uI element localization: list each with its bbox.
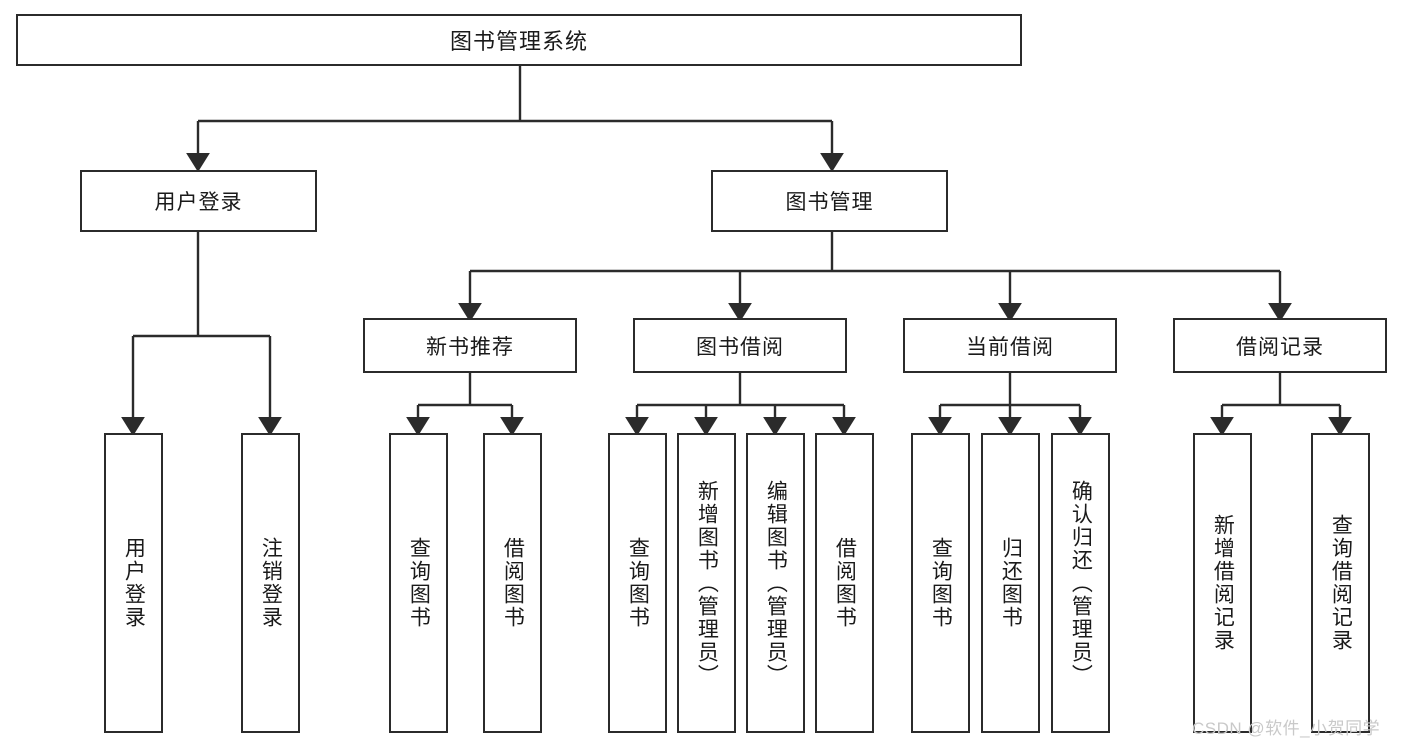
node-label: 注销登录 (259, 537, 283, 629)
node-label: 借阅记录 (1236, 335, 1324, 359)
node-label: 查询图书 (626, 537, 650, 629)
node-label: 图书借阅 (696, 335, 784, 359)
node-label: 查询图书 (929, 537, 953, 629)
leaf-current-confirm-return-admin[interactable]: 确认归还（管理员） (1051, 433, 1110, 733)
node-label: 归还图书 (999, 537, 1023, 629)
node-label: 图书管理 (785, 191, 874, 214)
leaf-record-query-record[interactable]: 查询借阅记录 (1311, 433, 1370, 733)
node-user-login[interactable]: 用户登录 (80, 170, 317, 232)
leaf-current-query-book[interactable]: 查询图书 (911, 433, 970, 733)
node-current-borrow[interactable]: 当前借阅 (903, 318, 1117, 373)
node-label: 查询图书 (407, 537, 431, 629)
node-new-book-recommend[interactable]: 新书推荐 (363, 318, 577, 373)
node-book-management[interactable]: 图书管理 (711, 170, 948, 232)
leaf-borrow-add-book-admin[interactable]: 新增图书（管理员） (677, 433, 736, 733)
leaf-borrow-edit-book-admin[interactable]: 编辑图书（管理员） (746, 433, 805, 733)
node-root-system[interactable]: 图书管理系统 (16, 14, 1022, 66)
leaf-borrow-borrow-book[interactable]: 借阅图书 (815, 433, 874, 733)
leaf-recommend-borrow-book[interactable]: 借阅图书 (483, 433, 542, 733)
csdn-watermark: CSDN @软件_小贺同学 (1192, 719, 1381, 738)
node-label: 新增借阅记录 (1211, 514, 1235, 652)
node-label: 新增图书（管理员） (695, 479, 719, 687)
node-label: 用户登录 (122, 537, 146, 629)
leaf-user-login-login[interactable]: 用户登录 (104, 433, 163, 733)
node-borrow-record[interactable]: 借阅记录 (1173, 318, 1387, 373)
node-label: 图书管理系统 (449, 29, 588, 54)
leaf-recommend-query-book[interactable]: 查询图书 (389, 433, 448, 733)
node-label: 当前借阅 (966, 335, 1054, 359)
leaf-borrow-query-book[interactable]: 查询图书 (608, 433, 667, 733)
leaf-current-return-book[interactable]: 归还图书 (981, 433, 1040, 733)
leaf-record-add-record[interactable]: 新增借阅记录 (1193, 433, 1252, 733)
node-label: 借阅图书 (501, 537, 525, 629)
node-book-borrow[interactable]: 图书借阅 (633, 318, 847, 373)
node-label: 新书推荐 (426, 335, 514, 359)
node-label: 用户登录 (154, 191, 243, 214)
node-label: 确认归还（管理员） (1069, 479, 1093, 687)
node-label: 查询借阅记录 (1329, 514, 1353, 652)
node-label: 借阅图书 (833, 537, 857, 629)
node-label: 编辑图书（管理员） (764, 479, 788, 687)
leaf-user-login-logout[interactable]: 注销登录 (241, 433, 300, 733)
